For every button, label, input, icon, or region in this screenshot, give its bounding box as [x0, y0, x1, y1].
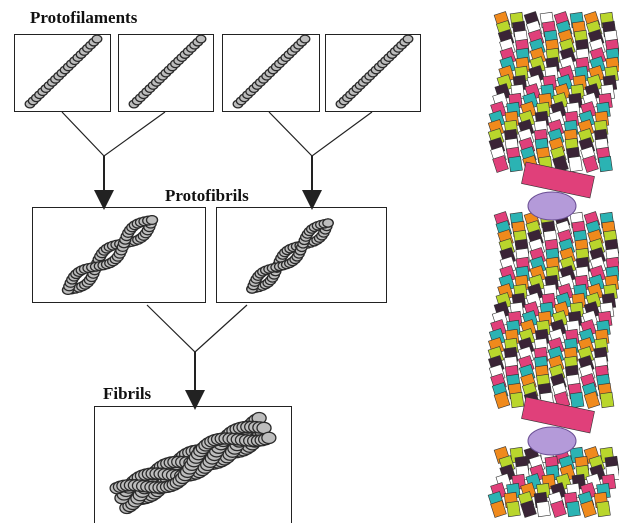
arrows: [104, 156, 312, 400]
protofilament-chains: [25, 35, 413, 108]
fibril-chains: [110, 413, 276, 514]
helix-model: [488, 11, 619, 517]
protofibril-chains: [63, 216, 334, 295]
